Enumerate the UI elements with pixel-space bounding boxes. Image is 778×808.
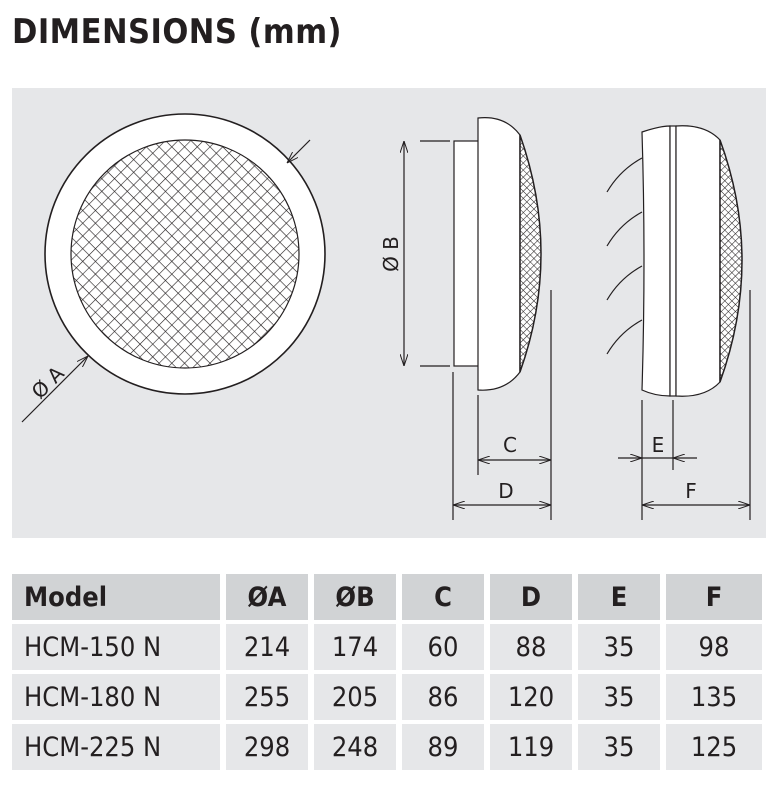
table-header-row: Model ØA ØB C D E F <box>12 574 762 620</box>
technical-drawing: Ø A Ø B C D E F <box>21 113 751 520</box>
table-row: HCM-180 N 255 205 86 120 35 135 <box>12 674 762 720</box>
side-view <box>404 117 552 520</box>
header-model: Model <box>12 574 220 620</box>
cell: 86 <box>402 674 484 720</box>
cell: 248 <box>314 724 396 770</box>
dimensions-table: Model ØA ØB C D E F HCM-150 N 214 174 60… <box>6 570 768 774</box>
cell: 35 <box>578 624 660 670</box>
cell: 119 <box>490 724 572 770</box>
cell: 214 <box>226 624 308 670</box>
header-f: F <box>666 574 762 620</box>
label-b: Ø B <box>379 236 403 272</box>
cell: 205 <box>314 674 396 720</box>
page-title: DIMENSIONS (mm) <box>12 12 342 52</box>
cell-model: HCM-150 N <box>12 624 220 670</box>
label-f: F <box>685 479 697 503</box>
cell: 120 <box>490 674 572 720</box>
table-row: HCM-150 N 214 174 60 88 35 98 <box>12 624 762 670</box>
cell-model: HCM-225 N <box>12 724 220 770</box>
header-d: D <box>490 574 572 620</box>
cell: 255 <box>226 674 308 720</box>
cell: 35 <box>578 674 660 720</box>
cell: 174 <box>314 624 396 670</box>
label-c: C <box>503 433 517 457</box>
front-view <box>21 113 326 423</box>
cell-model: HCM-180 N <box>12 674 220 720</box>
side-view-shutters <box>606 125 751 520</box>
cell: 35 <box>578 724 660 770</box>
cell: 88 <box>490 624 572 670</box>
header-e: E <box>578 574 660 620</box>
cell: 298 <box>226 724 308 770</box>
table-row: HCM-225 N 298 248 89 119 35 125 <box>12 724 762 770</box>
cell: 125 <box>666 724 762 770</box>
cell: 89 <box>402 724 484 770</box>
label-d: D <box>498 479 513 503</box>
header-a: ØA <box>226 574 308 620</box>
cell: 60 <box>402 624 484 670</box>
dimension-drawing: Ø A Ø B C D E F <box>12 88 766 538</box>
header-c: C <box>402 574 484 620</box>
cell: 98 <box>666 624 762 670</box>
cell: 135 <box>666 674 762 720</box>
label-e: E <box>652 433 665 457</box>
header-b: ØB <box>314 574 396 620</box>
label-a: Ø A <box>27 361 69 403</box>
